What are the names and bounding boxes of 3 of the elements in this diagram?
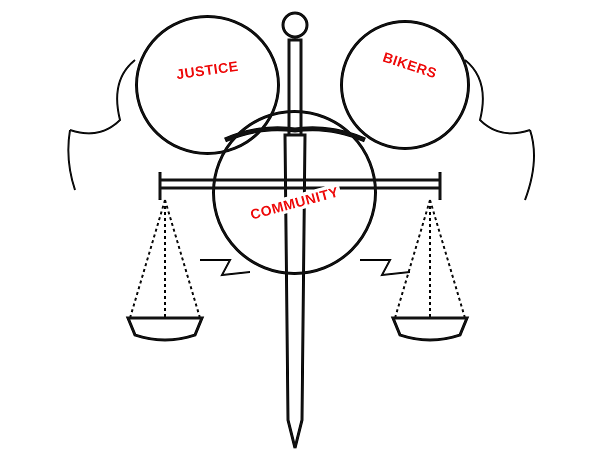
ornamental-loop bbox=[212, 110, 377, 275]
ornamental-loop bbox=[340, 20, 470, 150]
ornamental-loop bbox=[135, 15, 280, 155]
